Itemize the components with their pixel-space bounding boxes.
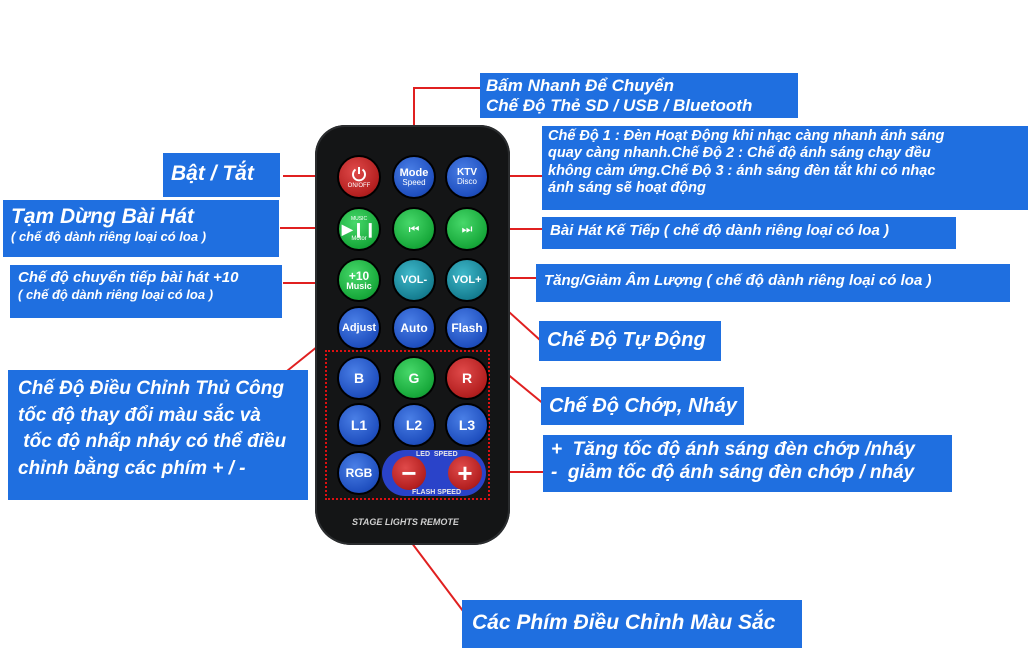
play-pause-button[interactable]: MUSIC ▶❙❙ Motor [337, 207, 381, 251]
label-power: Bật / Tắt [163, 153, 280, 197]
play-pause-icon: ▶❙❙ [341, 220, 377, 237]
minus-button[interactable]: − [392, 456, 426, 490]
label-mode-switch: Bấm Nhanh Để Chuyển Chế Độ Thẻ SD / USB … [480, 73, 798, 118]
plus10-music-button[interactable]: +10 Music [337, 258, 381, 302]
label-skip10: Chế độ chuyển tiếp bài hát +10 ( chế độ … [10, 265, 282, 318]
plus-button[interactable]: + [448, 456, 482, 490]
mode-speed-button[interactable]: Mode Speed [392, 155, 436, 199]
flash-speed-label: FLASH SPEED [412, 489, 462, 496]
l1-button[interactable]: L1 [337, 403, 381, 447]
label-ktv-modes: Chế Độ 1 : Đèn Hoạt Động khi nhạc càng n… [542, 126, 1028, 210]
auto-button[interactable]: Auto [392, 306, 436, 350]
label-next: Bài Hát Kế Tiếp ( chế độ dành riêng loại… [542, 217, 956, 249]
power-button[interactable]: ON/OFF [337, 155, 381, 199]
volume-up-button[interactable]: VOL+ [445, 258, 489, 302]
label-manual: Chế Độ Điều Chỉnh Thủ Công tốc độ thay đ… [8, 370, 308, 500]
next-button[interactable]: ⏭ [445, 207, 489, 251]
blue-color-button[interactable]: B [337, 356, 381, 400]
label-speed: + Tăng tốc độ ánh sáng đèn chớp /nháy - … [543, 435, 952, 492]
volume-down-button[interactable]: VOL- [392, 258, 436, 302]
flash-button[interactable]: Flash [445, 306, 489, 350]
previous-button[interactable]: ⏮ [392, 207, 436, 251]
adjust-button[interactable]: Adjust [337, 306, 381, 350]
previous-icon: ⏮ [408, 222, 420, 236]
red-color-button[interactable]: R [445, 356, 489, 400]
remote-footer: STAGE LIGHTS REMOTE [352, 517, 459, 527]
label-volume: Tăng/Giảm Âm Lượng ( chế độ dành riêng l… [536, 264, 1010, 302]
power-icon [352, 167, 366, 182]
next-icon: ⏭ [461, 222, 473, 236]
label-auto: Chế Độ Tự Động [539, 321, 721, 361]
green-color-button[interactable]: G [392, 356, 436, 400]
ktv-disco-button[interactable]: KTV Disco [445, 155, 489, 199]
rgb-button[interactable]: RGB [337, 451, 381, 495]
label-color-keys: Các Phím Điều Chỉnh Màu Sắc [462, 600, 802, 648]
l2-button[interactable]: L2 [392, 403, 436, 447]
l3-button[interactable]: L3 [445, 403, 489, 447]
label-flash: Chế Độ Chớp, Nháy [541, 387, 744, 425]
led-speed-label: LED SPEED [416, 451, 458, 458]
color-keys-outline [325, 350, 490, 500]
label-pause: Tạm Dừng Bài Hát ( chế độ dành riêng loạ… [3, 200, 279, 257]
